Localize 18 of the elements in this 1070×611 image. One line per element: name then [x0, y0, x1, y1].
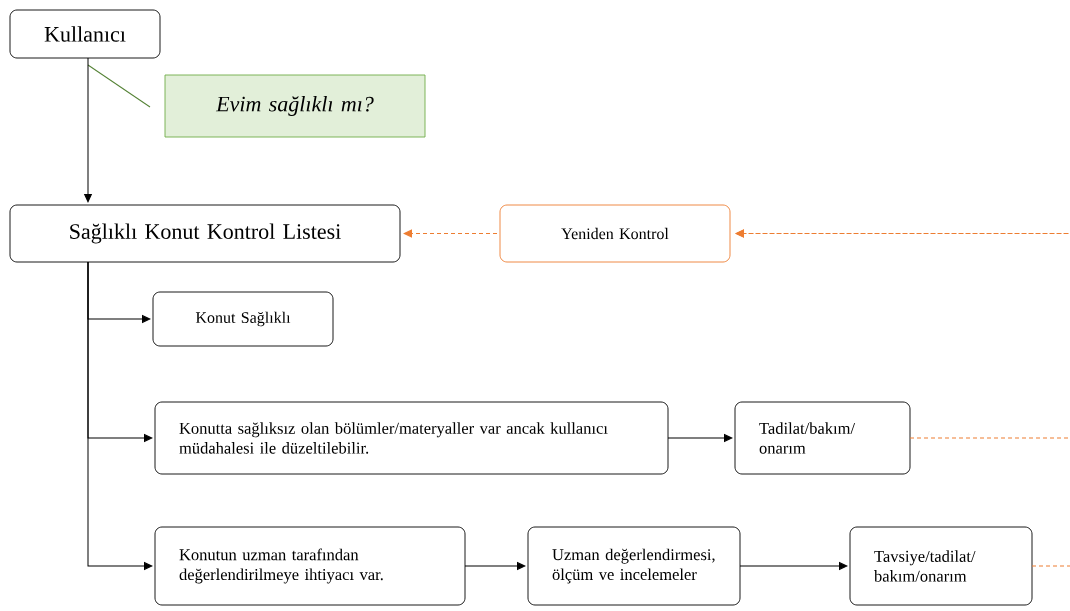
process-box: Konutta sağlıksız olan bölümler/materyaller var ancak kullanıcı müdahalesi ile düzeltilebilir. [154, 401, 669, 475]
process-box: Tadilat/bakım/ onarım [734, 401, 911, 475]
callout-box: Evim sağlıklı mı? [164, 74, 426, 138]
process-box: Konut Sağlıklı [152, 291, 334, 347]
arrow [84, 57, 92, 203]
process-box: Kullanıcı [9, 9, 161, 59]
arrow [735, 229, 1070, 567]
arrow [464, 562, 526, 570]
leader-line [87, 64, 151, 108]
arrow [87, 261, 153, 570]
process-box: Uzman değerlendirmesi, ölçüm ve incelemeler [527, 526, 741, 606]
process-box: Sağlıklı Konut Kontrol Listesi [9, 204, 401, 263]
process-box: Konutun uzman tarafından değerlendirilmeye ihtiyacı var. [154, 526, 466, 606]
process-box: Yeniden Kontrol [499, 204, 731, 263]
arrow [403, 229, 498, 238]
arrow [667, 434, 733, 442]
process-box: Tavsiye/tadilat/ bakım/onarım [849, 526, 1033, 606]
arrow [739, 562, 848, 570]
